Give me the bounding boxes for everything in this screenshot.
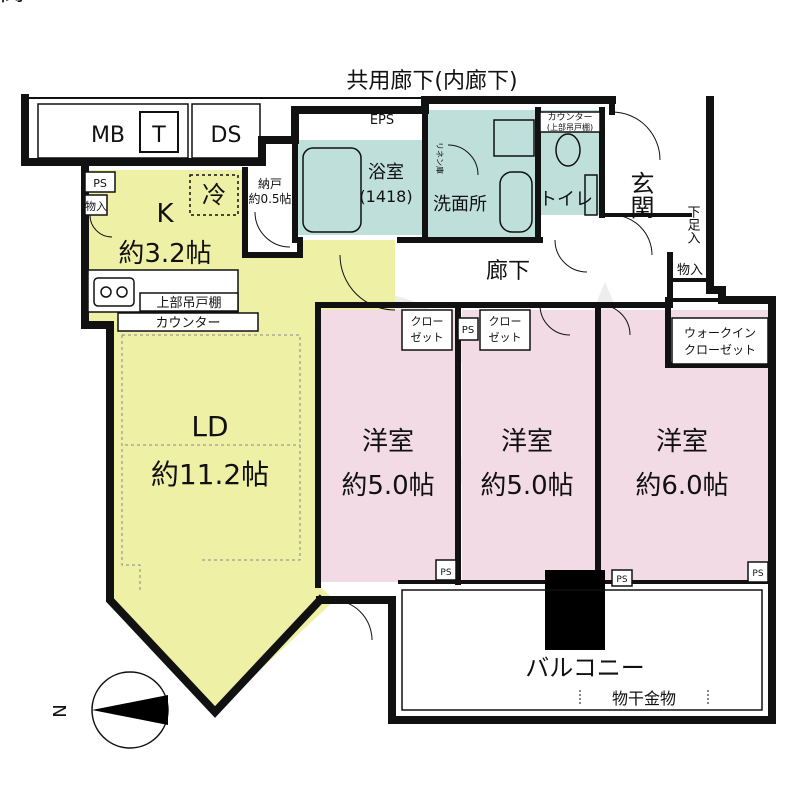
compass-icon bbox=[91, 671, 169, 749]
ps-label-bed2: PS bbox=[616, 575, 627, 585]
shoe-box-label: 下足入 bbox=[685, 205, 701, 244]
closet1-line1: クロー bbox=[411, 315, 444, 328]
ps-label-closet: PS bbox=[462, 325, 474, 336]
shaft-row bbox=[37, 103, 261, 159]
ds-label: DS bbox=[211, 123, 242, 148]
entrance-label: 玄関 bbox=[0, 0, 24, 6]
wet-fixtures bbox=[302, 111, 601, 233]
walkin-line1: ウォークイン bbox=[684, 326, 756, 340]
ps-label-bed3: PS bbox=[752, 569, 763, 579]
kitchen-counter-label: カウンター bbox=[155, 316, 220, 331]
bedroom2-name: 洋室 bbox=[501, 427, 553, 457]
bedroom1-size: 約5.0帖 bbox=[341, 471, 434, 501]
door-swings bbox=[89, 111, 661, 641]
compass-north-label: N bbox=[50, 704, 71, 717]
closet2-line1: クロー bbox=[489, 315, 522, 328]
hallway-label: 廊下 bbox=[486, 259, 530, 284]
washroom-label: 洗面所 bbox=[433, 194, 487, 215]
living-name: LD bbox=[191, 410, 228, 443]
t-label: T bbox=[151, 123, 166, 148]
storage-label-kitchen: 物入 bbox=[85, 199, 107, 213]
toilet-label: トイレ bbox=[539, 189, 593, 210]
kitchen-fixtures bbox=[84, 171, 259, 332]
bedroom1-floor bbox=[320, 310, 458, 582]
eps-label: EPS bbox=[370, 113, 394, 128]
bath-size: (1418) bbox=[359, 187, 412, 206]
entrance-text: 玄関 bbox=[0, 0, 24, 6]
bedroom1-name: 洋室 bbox=[362, 427, 414, 457]
fridge-label: 冷 bbox=[202, 181, 226, 209]
entrance-vertical: 玄関 bbox=[626, 171, 654, 219]
closet-small-line1: 納戸 bbox=[258, 177, 282, 191]
mb-label: MB bbox=[91, 123, 125, 148]
toilet-counter-label: カウンター bbox=[547, 112, 592, 123]
washroom-floor bbox=[425, 110, 535, 240]
corridor-label: 共用廊下(内廊下) bbox=[346, 69, 517, 94]
kitchen-name: K bbox=[156, 199, 174, 229]
bedroom3-size: 約6.0帖 bbox=[635, 471, 728, 501]
bedroom2-size: 約5.0帖 bbox=[480, 471, 573, 501]
bath-floor bbox=[295, 140, 425, 235]
living-dashed-outline bbox=[121, 334, 301, 590]
ps-label-kitchen: PS bbox=[93, 177, 107, 190]
toilet-counter-note: (上部吊戸棚) bbox=[547, 122, 593, 132]
closets bbox=[401, 309, 769, 587]
living-size: 約11.2帖 bbox=[151, 458, 269, 491]
drying-hardware-label: 物干金物 bbox=[612, 689, 676, 708]
closet1-line2: ゼット bbox=[411, 331, 444, 344]
walls bbox=[21, 94, 776, 724]
bedroom2-floor bbox=[462, 310, 596, 582]
closet-small-line2: 約0.5帖 bbox=[248, 191, 291, 206]
closet2-line2: ゼット bbox=[489, 331, 522, 344]
bath-name: 浴室 bbox=[368, 162, 404, 183]
linen-label: リネン庫 bbox=[435, 142, 445, 174]
upper-cabinet-label: 上部吊戸棚 bbox=[156, 296, 221, 311]
balcony-label: バルコニー bbox=[525, 654, 645, 682]
living-dining-floor bbox=[110, 310, 335, 712]
balcony-structure bbox=[401, 570, 763, 711]
bedroom3-name: 洋室 bbox=[656, 427, 708, 457]
ps-label-bed1: PS bbox=[440, 568, 451, 578]
walkin-line2: クローゼット bbox=[684, 343, 756, 357]
storage-label-entrance: 物入 bbox=[677, 263, 703, 278]
kitchen-size: 約3.2帖 bbox=[118, 239, 211, 269]
